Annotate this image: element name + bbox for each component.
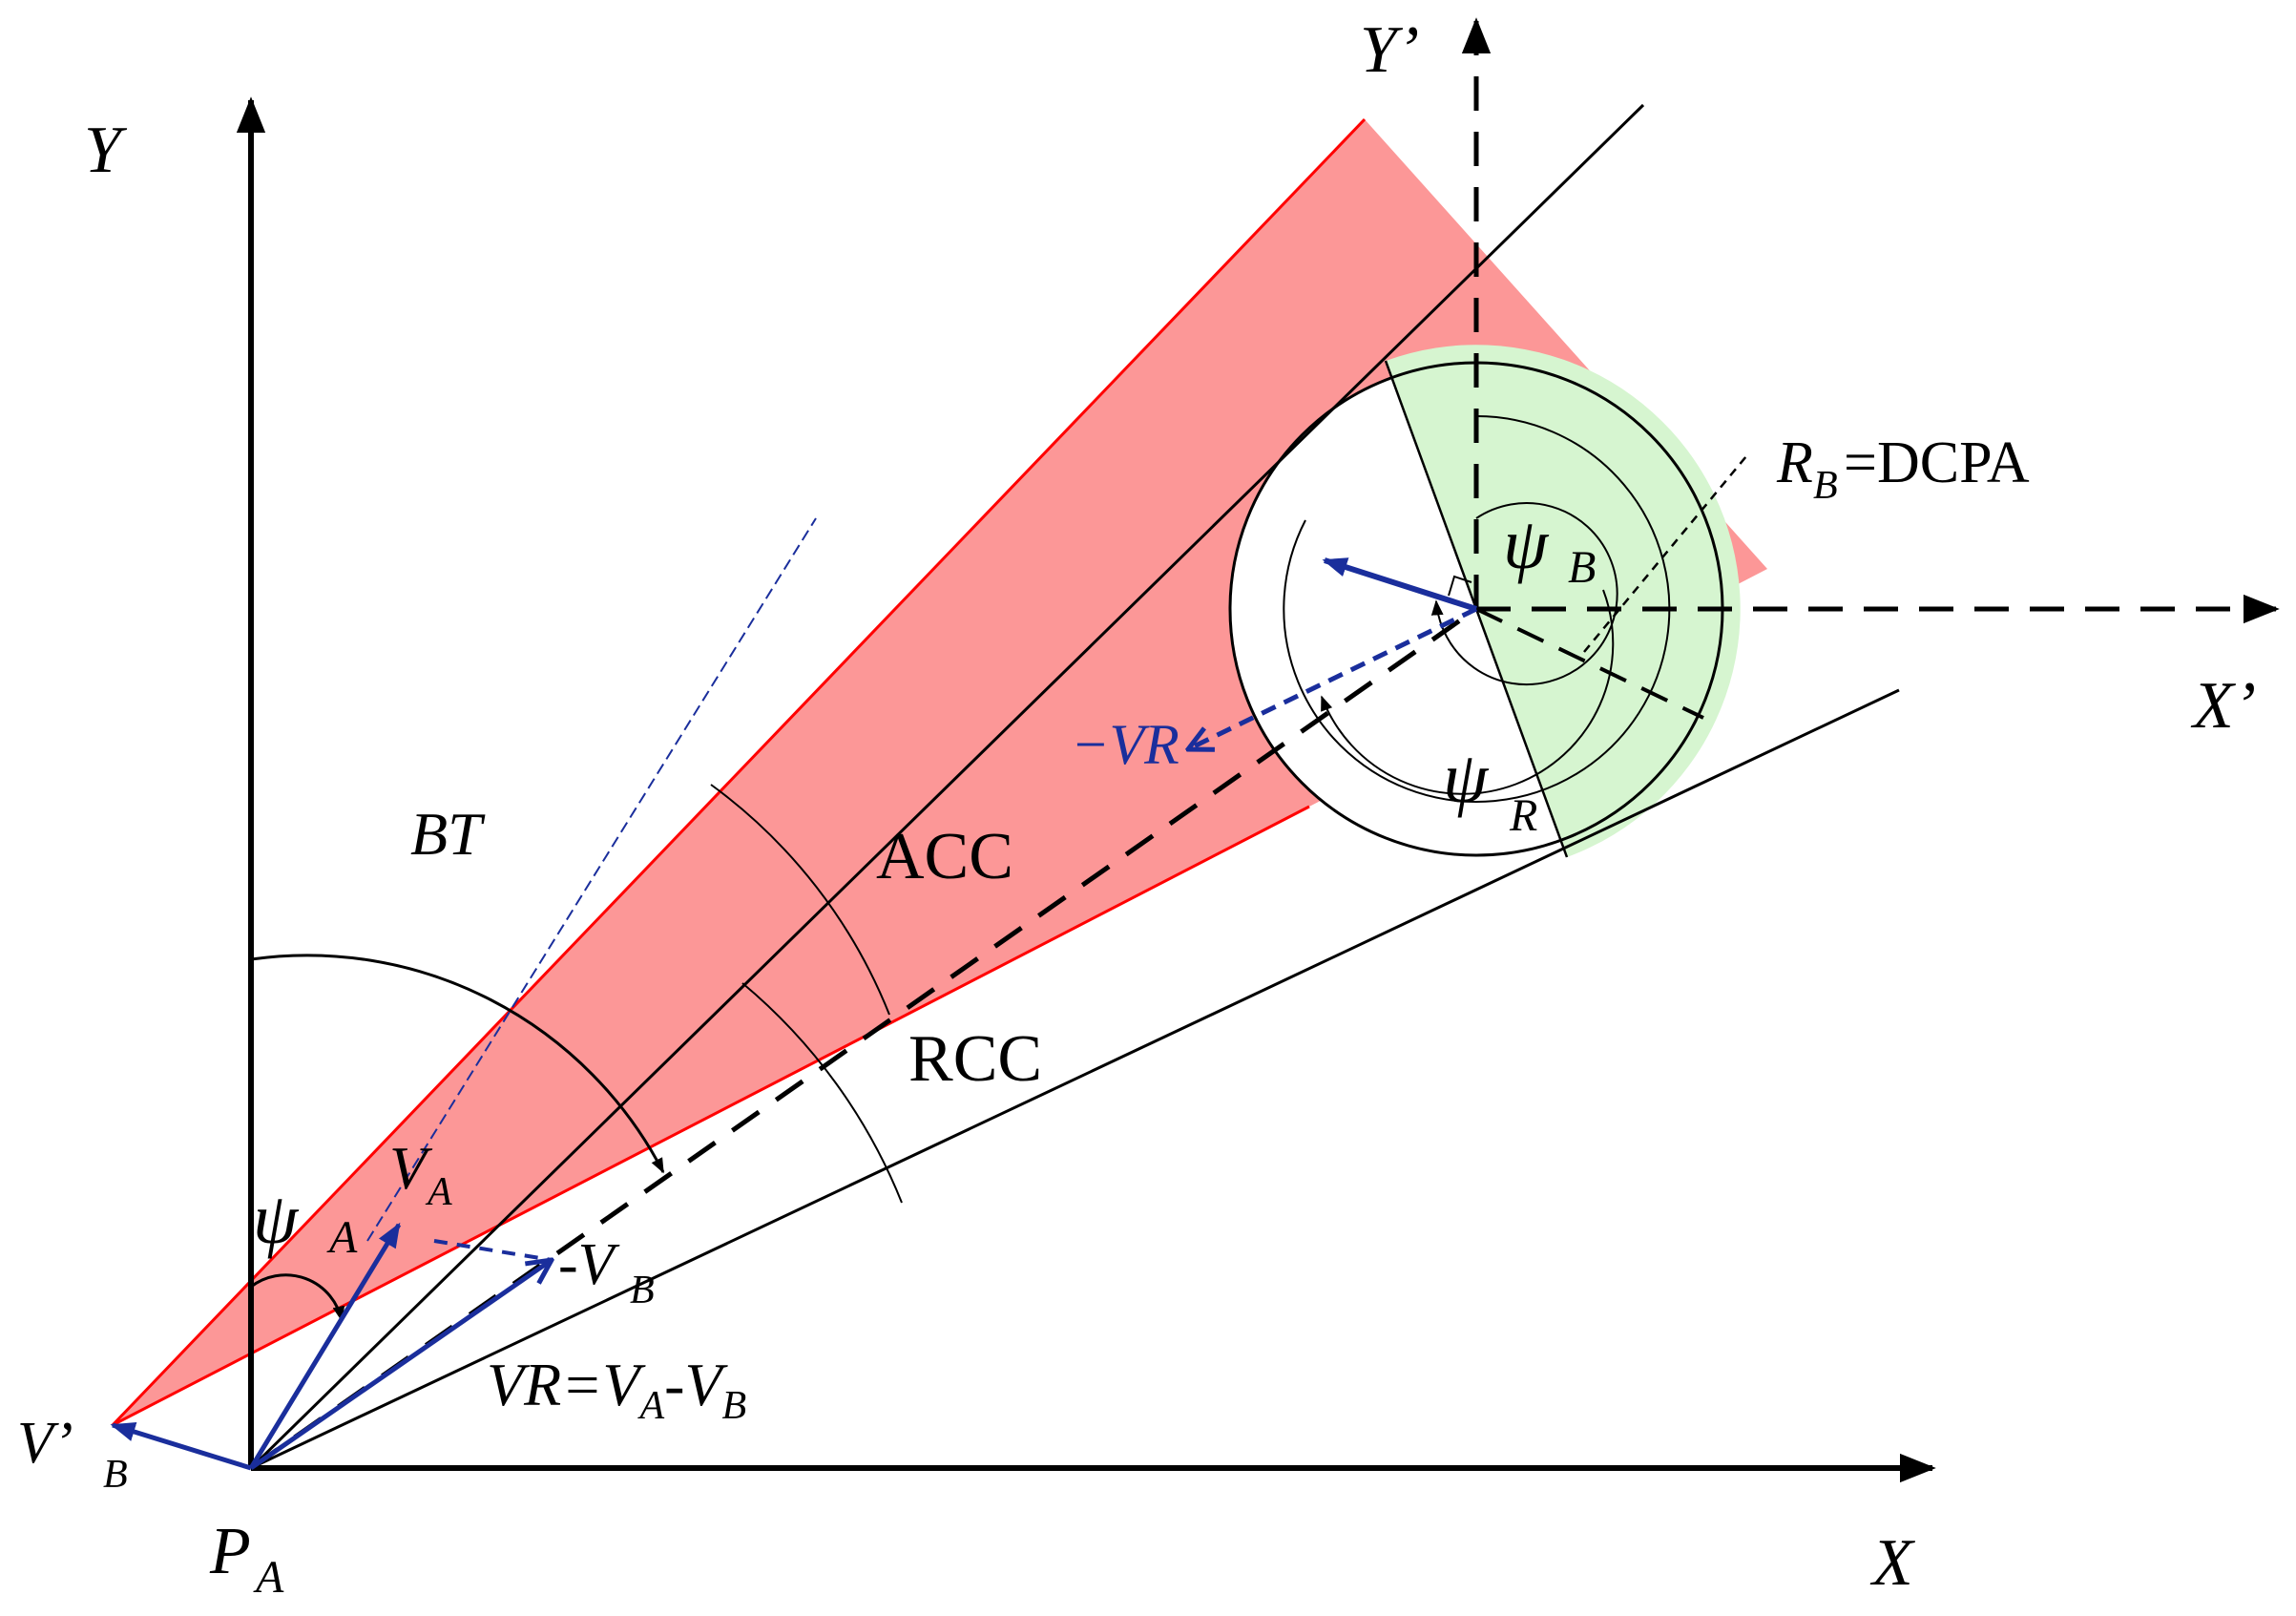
vr-eq-vr: VR [487,1351,561,1418]
vr-eq-va-sub: A [637,1384,664,1428]
vb-prime-label: V’ [17,1411,73,1476]
vr-eq-va: V [602,1351,646,1418]
psi-a-label-sub: A [326,1212,358,1263]
neg-vb-label-sub: B [630,1269,655,1312]
tangent-upper [249,103,1645,1470]
x-prime-label: X’ [2190,669,2256,743]
heading-line-a [366,517,817,1242]
y-prime-label: Y’ [1360,13,1419,87]
vr-eq-equals: = [561,1351,602,1418]
arc-psi-b-inner [1430,502,1618,686]
neg-vb-label: -V [558,1232,620,1297]
acc-label: ACC [876,820,1013,893]
collision-cone-lower-edge [112,805,1310,1427]
right-angle-mark [1448,575,1472,597]
rcc-label: RCC [908,1022,1042,1096]
arc-psi-b [1283,415,1671,803]
vr-eq-minus-v: -V [664,1351,728,1418]
psi-b-label: ψ [1503,504,1550,584]
dcpa-radius-line [1583,455,1747,653]
arc-psi-a [250,1273,345,1322]
bt-label: BT [410,800,486,868]
y-axis-label: Y [84,114,128,187]
vr-equation: VR=VA-VB [487,1351,746,1428]
arc-rcc [741,982,903,1204]
psi-r-label: ψ [1443,738,1490,818]
vector-vr [249,1260,552,1471]
collision-cone-upper-edge [111,117,1367,1427]
psi-b-label-sub: B [1568,542,1596,593]
rb-label: R [1776,430,1813,495]
x-axis-label: X [1869,1526,1916,1600]
relative-course-line [249,606,1478,1471]
psi-a-label: ψ [253,1179,300,1259]
vector-vb-prime [110,1422,252,1471]
vector-neg-vr [1188,606,1478,749]
rb-label-rest: =DCPA [1844,430,2030,495]
arc-acc [710,784,890,1016]
psi-r-label-sub: R [1509,790,1537,841]
origin-label: P [209,1515,251,1588]
arc-bt [250,954,665,1174]
rb-label-sub: B [1813,464,1838,508]
tangent-lower [250,688,1900,1470]
va-label: V [389,1134,433,1202]
arc-psi-r [1321,589,1615,795]
vr-eq-vb-sub: B [722,1384,747,1428]
vb-prime-label-sub: B [103,1453,128,1497]
vector-neg-vb [433,1239,553,1262]
vector-vb [1322,557,1477,612]
dcpa-extension [1475,607,1704,720]
vector-va [248,1222,402,1470]
va-label-sub: A [425,1170,452,1214]
origin-label-sub: A [253,1552,284,1603]
neg-vr-label: −VR [1071,713,1179,776]
